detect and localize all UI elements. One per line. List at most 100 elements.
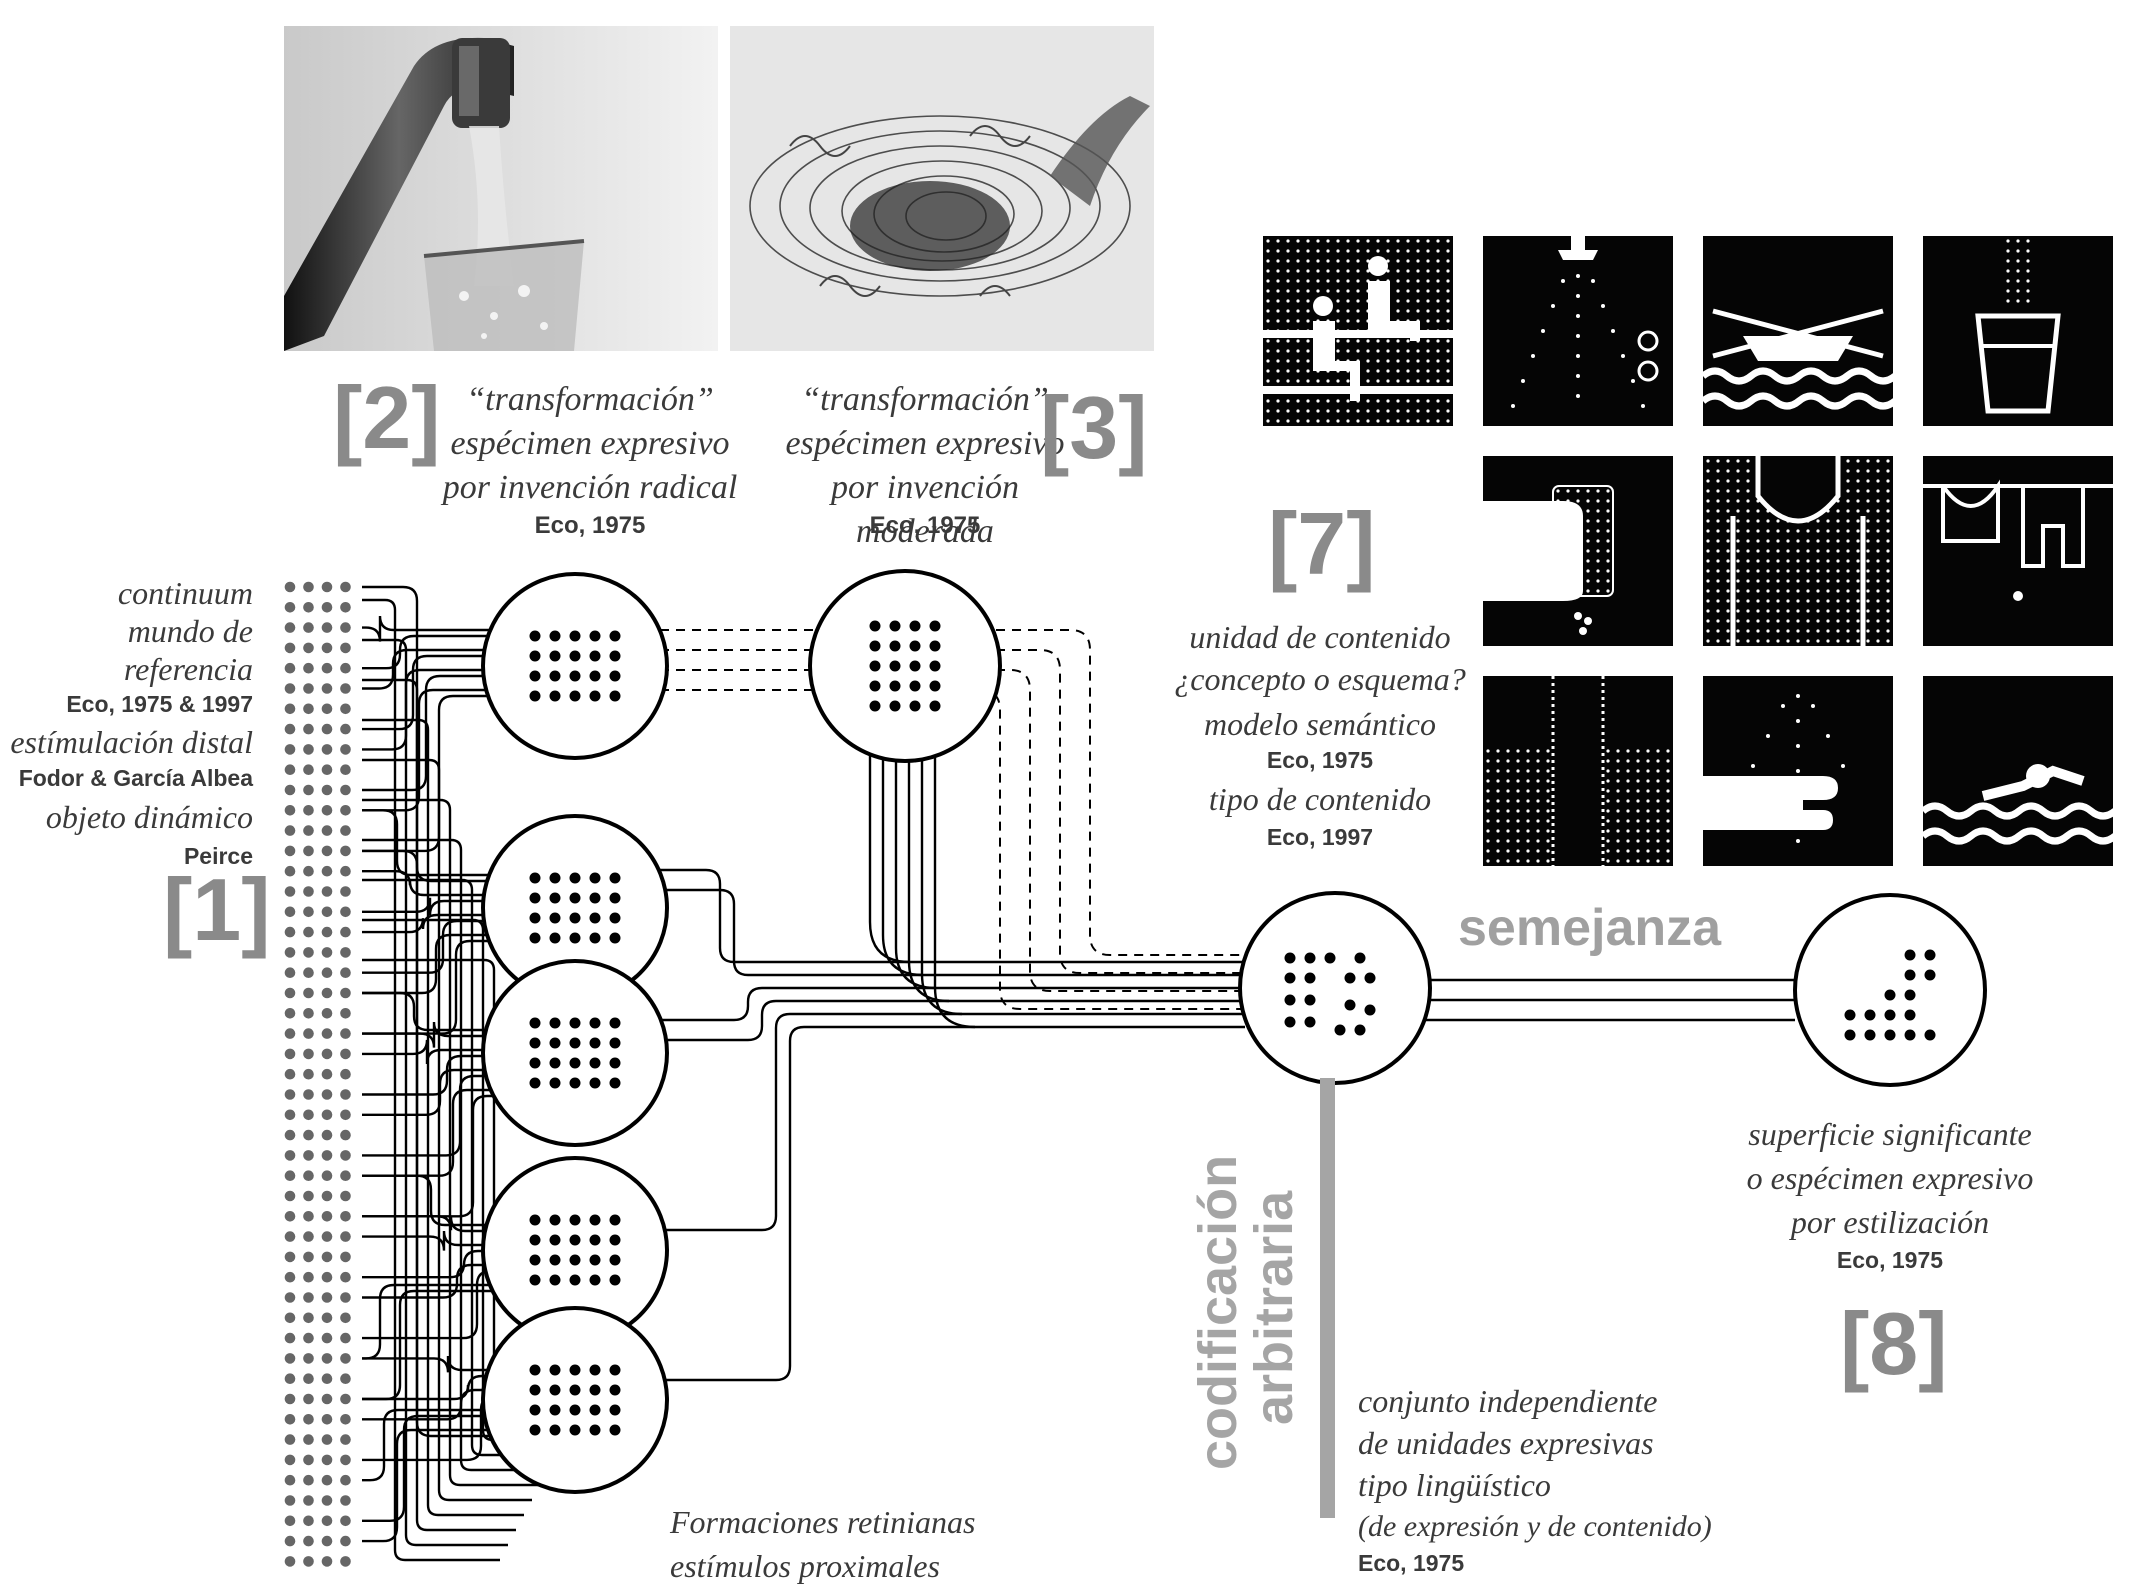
- stimulus-dot: [284, 1312, 296, 1324]
- label-7-ref1: Eco, 1975: [1266, 747, 1374, 773]
- stimulus-dot: [321, 1474, 333, 1486]
- stimulus-dot: [340, 642, 351, 654]
- transform-dot: [929, 660, 941, 672]
- transform-dot: [929, 700, 941, 712]
- label-7-line2: ¿concepto o esquema?: [1174, 661, 1466, 697]
- stimulus-dot: [284, 1028, 296, 1039]
- stimulus-dot: [284, 1251, 296, 1263]
- stimulus-dot: [303, 987, 314, 999]
- receptor-dot: [529, 1364, 541, 1376]
- stimulus-dot: [340, 1251, 351, 1263]
- wire: [362, 718, 524, 1517]
- signifier-dot: [1904, 969, 1916, 981]
- stimulus-dot: [284, 865, 296, 877]
- receptor-dot: [609, 1274, 621, 1286]
- receptor-dot: [529, 1037, 541, 1049]
- stimulus-dot: [321, 581, 333, 593]
- label-8-line3: por estilización: [1790, 1204, 1990, 1240]
- content-dot: [1284, 1016, 1296, 1028]
- stimulus-dot: [340, 581, 351, 593]
- shower-curtain-icon: [1483, 676, 1673, 866]
- receptor-dot: [569, 872, 581, 884]
- stimulus-dot: [303, 1271, 314, 1283]
- transform-dot: [929, 640, 941, 652]
- conjunto-line3: tipo lingüístico: [1358, 1467, 1551, 1503]
- receptor-dot: [549, 1404, 561, 1416]
- stimulus-dot: [303, 642, 314, 654]
- content-dot: [1304, 952, 1316, 964]
- label-2-number: [2]: [333, 368, 441, 467]
- stimulus-dot: [284, 1271, 296, 1283]
- wire: [362, 870, 530, 897]
- receptor-dot: [609, 1017, 621, 1029]
- stimulus-dot: [340, 1129, 351, 1141]
- label-7-ref2: Eco, 1997: [1266, 824, 1374, 850]
- receptor-dot: [549, 1077, 561, 1089]
- stimulus-dot: [321, 1089, 333, 1100]
- stimulus-dot: [303, 1089, 314, 1100]
- stimulus-dot: [340, 703, 351, 715]
- wire: [362, 648, 530, 690]
- receptor-dot: [589, 1404, 601, 1416]
- receptor-dot: [529, 1404, 541, 1416]
- stimulus-dot: [303, 1373, 314, 1384]
- stimulus-dot: [321, 947, 333, 958]
- receptor-circle: [481, 959, 669, 1147]
- receptor-dot: [549, 892, 561, 904]
- stimulus-dot: [303, 1495, 314, 1506]
- shower-icon: [1483, 236, 1673, 426]
- stimulus-dot: [340, 1495, 351, 1506]
- receptor-dot: [529, 1254, 541, 1266]
- stimulus-dot: [321, 683, 333, 694]
- stimulus-dot: [303, 1028, 314, 1039]
- content-dot: [1354, 1024, 1366, 1036]
- signifier-dot: [1904, 1029, 1916, 1041]
- retinal-line1: Formaciones retinianas: [670, 1504, 976, 1540]
- stimulus-dot: [284, 1495, 296, 1506]
- stimulus-dot: [340, 784, 351, 796]
- content-dot: [1344, 999, 1356, 1011]
- receptor-dot: [569, 690, 581, 702]
- semejanza-label: semejanza: [1458, 899, 1722, 957]
- conjunto-text: conjunto independiente de unidades expre…: [1358, 1380, 1712, 1578]
- label-7-line4: tipo de contenido: [1208, 781, 1432, 817]
- receptor-dot: [589, 1274, 601, 1286]
- stimulus-dot: [340, 1454, 351, 1466]
- stimulus-dot: [340, 602, 351, 613]
- label-7-text: unidad de contenido ¿concepto o esquema?…: [1160, 618, 1480, 850]
- wire: [362, 688, 530, 812]
- hand-under-shower-icon: [1703, 676, 1893, 866]
- wire: [933, 720, 976, 1029]
- stimulus-dot: [284, 947, 296, 958]
- stimulus-dot: [284, 1008, 296, 1019]
- stimulus-dot: [284, 1190, 296, 1202]
- stimulus-dot: [303, 1129, 314, 1141]
- label-2-line1: espécimen expresivo: [450, 425, 730, 462]
- stimulus-dot: [284, 987, 296, 999]
- receptor-dot: [569, 932, 581, 944]
- receptor-dot: [549, 1254, 561, 1266]
- stimulus-dot: [340, 622, 351, 633]
- stimulus-dot: [303, 744, 314, 755]
- receptor-dot: [609, 1234, 621, 1246]
- stimulus-dot: [321, 1454, 333, 1466]
- transform-dot: [909, 660, 921, 672]
- label-3-line2: por invención moderada: [831, 469, 1019, 550]
- label-2-line2: por invención radical: [442, 469, 738, 506]
- receptor-dot: [529, 872, 541, 884]
- stimulus-dot: [321, 1556, 333, 1567]
- receptor-dot: [549, 1424, 561, 1436]
- stimulus-dot: [321, 1008, 333, 1019]
- wire: [362, 1021, 530, 1048]
- stimulus-dot: [321, 967, 333, 978]
- wire: [868, 720, 911, 964]
- stimulus-dot: [321, 744, 333, 755]
- signifier-dot: [1924, 949, 1936, 961]
- stimulus-dot: [303, 764, 314, 775]
- stimulus-dot: [321, 1129, 333, 1141]
- stimulus-dot: [321, 764, 333, 775]
- signifier-dot: [1844, 1009, 1856, 1021]
- receptor-dot: [569, 1234, 581, 1246]
- stimulus-dot: [340, 1231, 351, 1242]
- stimulus-dot: [321, 642, 333, 654]
